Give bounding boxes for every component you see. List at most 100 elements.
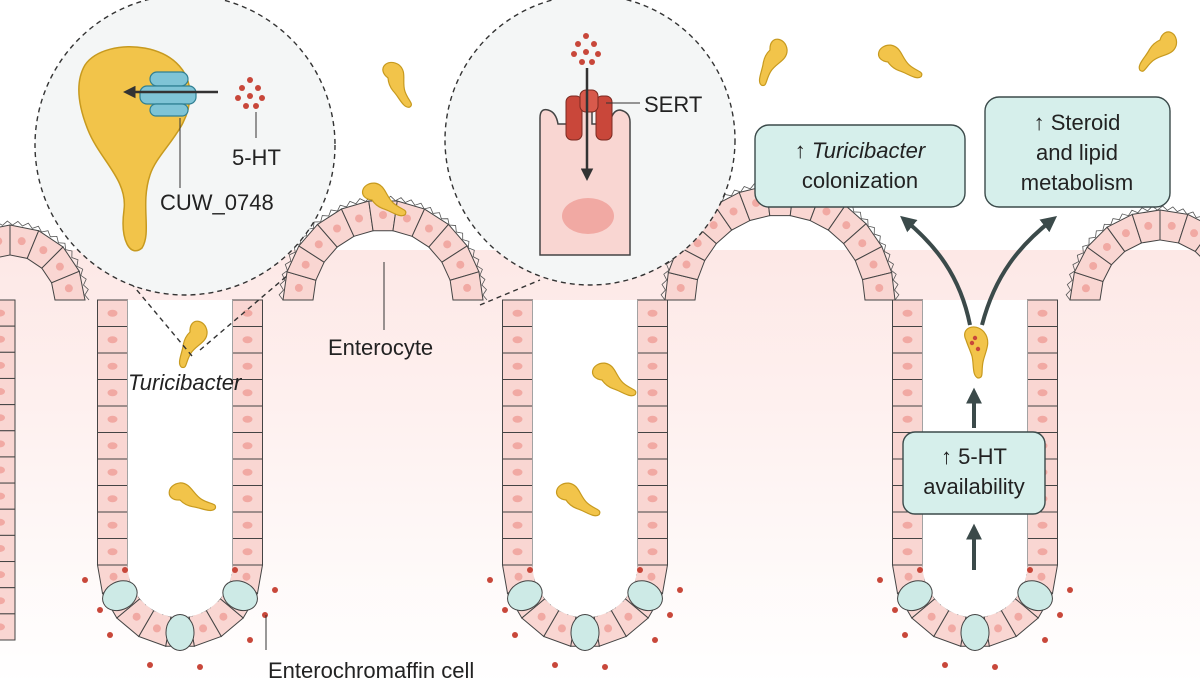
turicibacter-bacterium bbox=[178, 320, 208, 369]
enterocyte-nucleus bbox=[242, 362, 253, 370]
enterocyte-cell bbox=[0, 377, 16, 406]
enterocyte-nucleus bbox=[947, 624, 956, 633]
enterocyte-nucleus bbox=[0, 361, 5, 369]
enterocyte-cell bbox=[0, 508, 16, 536]
enterocyte-nucleus bbox=[647, 362, 658, 370]
serotonin-dot bbox=[147, 662, 153, 668]
enterocyte-nucleus bbox=[301, 260, 310, 269]
turicibacter-bacterium bbox=[362, 182, 407, 217]
colonization-italic: Turicibacter bbox=[812, 138, 927, 163]
enterocyte-nucleus bbox=[994, 624, 1003, 633]
enterocyte-cell bbox=[0, 534, 16, 563]
enterochromaffin-cell bbox=[897, 580, 933, 612]
zoom-circle-bacterium: 5-HT CUW_0748 bbox=[34, 0, 336, 296]
enterocyte-nucleus bbox=[0, 492, 5, 500]
serotonin-dot bbox=[1067, 587, 1073, 593]
serotonin-dot bbox=[552, 662, 558, 668]
enterocyte-nucleus bbox=[0, 597, 5, 605]
enterocyte-nucleus bbox=[1167, 221, 1176, 230]
enterocyte-nucleus bbox=[242, 572, 251, 581]
serotonin-dot bbox=[487, 577, 493, 583]
serotonin-dot bbox=[247, 77, 253, 83]
enterocyte-nucleus bbox=[512, 336, 523, 344]
brush-border bbox=[1065, 205, 1200, 301]
enterocyte-nucleus bbox=[514, 572, 523, 581]
enterocyte-nucleus bbox=[333, 224, 342, 233]
enterocyte-nucleus bbox=[1037, 336, 1048, 344]
serotonin-dot bbox=[677, 587, 683, 593]
turicibacter-bacteria bbox=[168, 31, 1178, 517]
label-cuw0748: CUW_0748 bbox=[160, 190, 274, 215]
zoom-circle-sert: SERT bbox=[444, 0, 736, 286]
enterocyte-nucleus bbox=[647, 468, 658, 476]
serotonin-dot bbox=[1057, 612, 1063, 618]
steroid-line3: metabolism bbox=[1021, 170, 1133, 195]
enterocyte-nucleus bbox=[557, 624, 566, 633]
enterochromaffin-cell bbox=[570, 614, 600, 651]
enterochromaffin-cell bbox=[102, 580, 138, 612]
enterocyte-cell bbox=[0, 351, 16, 379]
enterocyte-nucleus bbox=[902, 415, 913, 423]
enterocyte-nucleus bbox=[242, 442, 253, 450]
serotonin-dot bbox=[595, 51, 601, 57]
enterocyte-nucleus bbox=[132, 612, 141, 621]
serotonin-dot bbox=[197, 664, 203, 670]
enterochromaffin-cell bbox=[627, 580, 663, 612]
colonization-line2: colonization bbox=[802, 168, 918, 193]
crypt-lumen bbox=[127, 300, 233, 618]
serotonin-dot bbox=[502, 607, 508, 613]
serotonin-dot bbox=[253, 103, 259, 109]
enterocyte-nucleus bbox=[1081, 284, 1090, 293]
box-colonization bbox=[754, 124, 966, 208]
enterocyte-nucleus bbox=[729, 207, 738, 216]
enterocyte-nucleus bbox=[107, 362, 118, 370]
enterocyte-nucleus bbox=[314, 240, 323, 249]
enterocyte-nucleus bbox=[1037, 362, 1048, 370]
enterocyte-nucleus bbox=[512, 495, 523, 503]
enterocyte-nucleus bbox=[1121, 229, 1130, 238]
enterocyte-nucleus bbox=[647, 415, 658, 423]
enterocyte-nucleus bbox=[1037, 521, 1048, 529]
enterocyte-nucleus bbox=[107, 468, 118, 476]
enterocyte-nucleus bbox=[107, 389, 118, 397]
serotonin-dots bbox=[82, 567, 1073, 670]
enterocyte-nucleus bbox=[1144, 221, 1153, 230]
enterocyte-nucleus bbox=[647, 572, 656, 581]
enterocyte-nucleus bbox=[1037, 572, 1046, 581]
enterocyte-nucleus bbox=[152, 624, 161, 633]
enterocyte-nucleus bbox=[242, 468, 253, 476]
serotonin-dot bbox=[247, 637, 253, 643]
enterocyte-nucleus bbox=[107, 415, 118, 423]
enterocyte-nucleus bbox=[107, 495, 118, 503]
serotonin-dot bbox=[243, 103, 249, 109]
box-steroid bbox=[984, 96, 1171, 208]
serotonin-dot bbox=[942, 662, 948, 668]
enterocyte-nucleus bbox=[443, 240, 452, 249]
serotonin-dot bbox=[892, 607, 898, 613]
serotonin-cluster-icon bbox=[235, 77, 265, 109]
enterocyte-nucleus bbox=[0, 571, 5, 579]
enterocyte-nucleus bbox=[55, 262, 64, 271]
enterocyte-nucleus bbox=[927, 612, 936, 621]
enterocyte-cell bbox=[0, 325, 16, 353]
enterocyte-cell bbox=[0, 613, 16, 641]
serotonin-dot bbox=[122, 567, 128, 573]
turicibacter-bacterium bbox=[556, 482, 601, 517]
enterocyte-nucleus bbox=[456, 260, 465, 269]
enterochromaffin-cell bbox=[1017, 580, 1053, 612]
enterocyte-nucleus bbox=[875, 283, 884, 292]
enterocyte-nucleus bbox=[537, 612, 546, 621]
label-5ht: 5-HT bbox=[232, 145, 281, 170]
enterocyte-nucleus bbox=[242, 495, 253, 503]
serotonin-dot bbox=[247, 93, 253, 99]
enterocyte-nucleus bbox=[842, 221, 851, 230]
enterocyte-cell bbox=[0, 456, 16, 484]
bacterium-with-serotonin-icon bbox=[964, 326, 989, 379]
enterocyte-nucleus bbox=[107, 309, 118, 317]
enterocyte-nucleus bbox=[512, 521, 523, 529]
serotonin-dot bbox=[527, 567, 533, 573]
enterocyte-nucleus bbox=[676, 283, 685, 292]
serotonin-dot bbox=[239, 85, 245, 91]
enterocyte-nucleus bbox=[1037, 548, 1048, 556]
enterocyte-nucleus bbox=[242, 309, 253, 317]
